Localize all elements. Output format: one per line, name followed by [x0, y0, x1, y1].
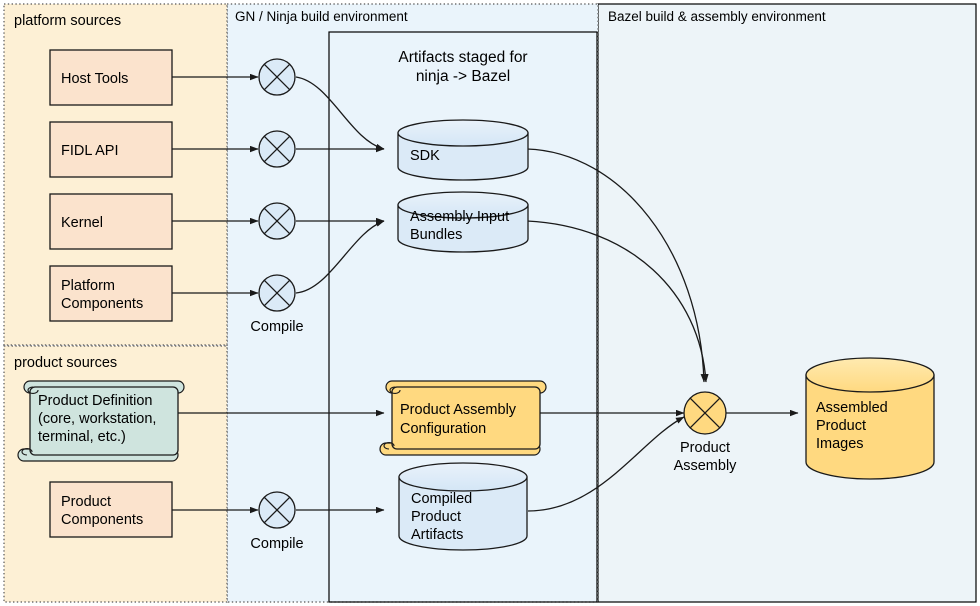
source-box-kernel[interactable]: Kernel — [49, 193, 173, 250]
compile-node-fidl-api[interactable] — [258, 130, 296, 168]
note-product-assembly-configuration[interactable]: Product Assembly Configuration — [379, 380, 547, 456]
source-box-fidl-api-label: FIDL API — [61, 143, 118, 159]
product-assembly-node[interactable] — [683, 391, 727, 435]
source-box-fidl-api[interactable]: FIDL API — [49, 121, 173, 178]
product-definition-line3: terminal, etc.) — [38, 429, 126, 445]
edge-compile-platform-components-to-assembly-input-bundles — [295, 220, 385, 294]
compile-node-platform-components[interactable] — [258, 274, 296, 312]
source-box-platform-components[interactable]: Platform Components — [49, 265, 173, 322]
staged-artifacts-title-line1: Artifacts staged for — [398, 49, 527, 66]
edge-compiled-product-artifacts-to-product-assembly — [527, 416, 685, 512]
product-assembly-configuration-curl-detail-top — [389, 386, 401, 394]
compile-node-kernel[interactable] — [258, 202, 296, 240]
source-box-platform-components-label-line1: Platform — [61, 278, 115, 294]
assembled-product-images-line2: Product — [816, 418, 866, 434]
ninja-panel-label: GN / Ninja build environment — [235, 9, 408, 24]
product-assembly-label-line1: Product — [680, 440, 730, 456]
edge-assembly-input-bundles-to-product-assembly — [526, 220, 709, 383]
assembled-product-images-line3: Images — [816, 436, 864, 452]
compile-node-product-components[interactable] — [258, 491, 296, 529]
cylinder-sdk-label: SDK — [410, 148, 440, 164]
cylinder-assembly-input-bundles[interactable]: Assembly Input Bundles — [397, 191, 529, 253]
product-definition-curl-detail-top — [27, 386, 39, 394]
source-box-product-components[interactable]: Product Components — [49, 481, 173, 538]
cylinder-compiled-product-artifacts-line1: Compiled — [411, 491, 472, 507]
product-definition-line1: Product Definition — [38, 393, 152, 409]
product-sources-label: product sources — [14, 355, 117, 371]
product-assembly-configuration-curl-detail-bottom — [383, 442, 395, 450]
edge-compile-host-tools-to-sdk — [295, 76, 385, 151]
platform-sources-label: platform sources — [14, 13, 121, 29]
staged-artifacts-panel — [328, 31, 598, 603]
compile-product-components-label: Compile — [250, 536, 303, 552]
bazel-panel-label: Bazel build & assembly environment — [608, 9, 826, 24]
product-assembly-configuration-line1: Product Assembly — [400, 402, 517, 418]
source-box-host-tools[interactable]: Host Tools — [49, 49, 173, 106]
edges — [172, 73, 799, 514]
source-box-product-components-label-line2: Components — [61, 512, 143, 528]
product-definition-curl-detail-bottom — [21, 448, 33, 456]
cylinder-assembly-input-bundles-line1: Assembly Input — [410, 209, 509, 225]
source-box-kernel-label: Kernel — [61, 215, 103, 231]
cylinder-compiled-product-artifacts-line3: Artifacts — [411, 527, 463, 543]
compile-node-host-tools[interactable] — [258, 58, 296, 96]
staged-artifacts-title-line2: ninja -> Bazel — [416, 68, 510, 85]
cylinder-assembled-product-images[interactable]: Assembled Product Images — [805, 357, 935, 480]
product-assembly-label-line2: Assembly — [674, 458, 738, 474]
cylinder-compiled-product-artifacts-line2: Product — [411, 509, 461, 525]
edge-sdk-to-product-assembly — [526, 148, 707, 383]
product-assembly-configuration-line2: Configuration — [400, 421, 486, 437]
note-product-definition[interactable]: Product Definition (core, workstation, t… — [17, 380, 185, 462]
cylinder-assembly-input-bundles-line2: Bundles — [410, 227, 462, 243]
bazel-panel — [597, 3, 977, 603]
assembled-product-images-line1: Assembled — [816, 400, 888, 416]
product-definition-line2: (core, workstation, — [38, 411, 156, 427]
source-box-product-components-label-line1: Product — [61, 494, 111, 510]
cylinder-sdk[interactable]: SDK — [397, 119, 529, 181]
compile-platform-components-label: Compile — [250, 319, 303, 335]
source-box-platform-components-label-line2: Components — [61, 296, 143, 312]
source-box-host-tools-label: Host Tools — [61, 71, 128, 87]
cylinder-compiled-product-artifacts[interactable]: Compiled Product Artifacts — [398, 462, 528, 551]
